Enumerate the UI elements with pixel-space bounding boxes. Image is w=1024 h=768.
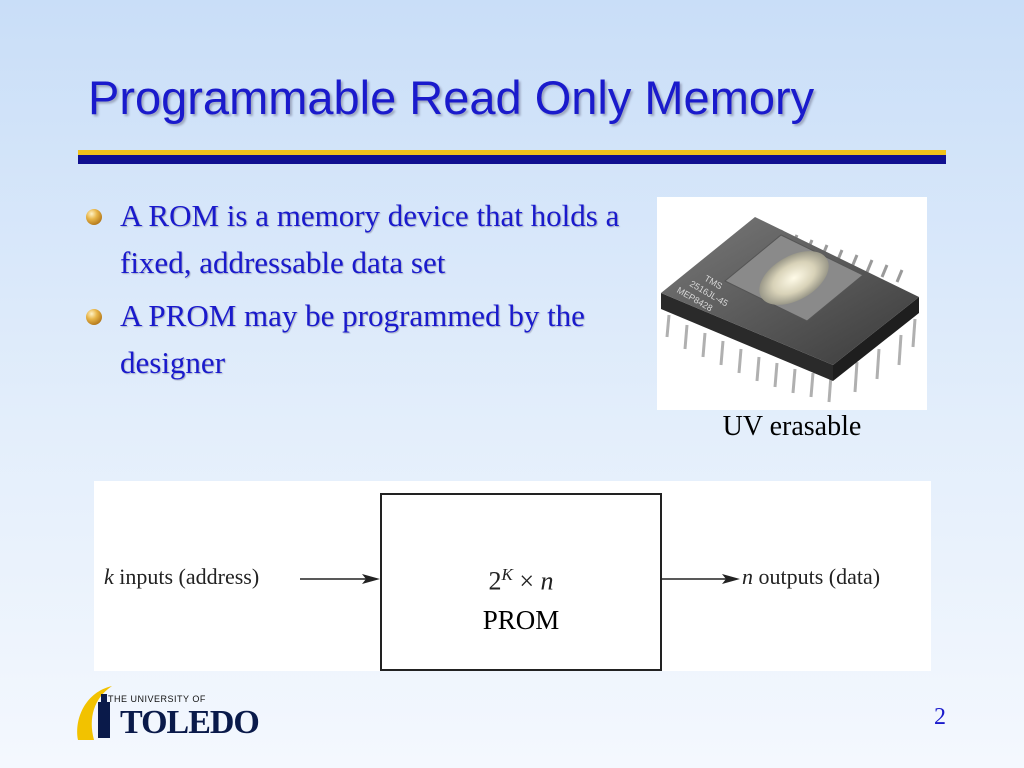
image-caption: UV erasable [722, 411, 862, 442]
output-label: n outputs (data) [742, 564, 880, 590]
input-text: inputs (address) [113, 564, 260, 589]
bullet-list: A ROM is a memory device that holds a fi… [86, 192, 626, 392]
prom-formula: 2K × n [488, 565, 554, 596]
prom-label: PROM [482, 605, 560, 635]
eprom-chip-icon: TMS 2516JL-45 MEP8428 [661, 217, 919, 403]
bullet-text: A ROM is a memory device that holds a fi… [120, 198, 620, 280]
bullet-text: A PROM may be programmed by the designer [120, 298, 585, 380]
logo-big-text: TOLEDO [120, 704, 260, 741]
slide-title: Programmable Read Only Memory [88, 71, 815, 124]
output-var: n [742, 564, 753, 589]
page-number: 2 [934, 704, 946, 730]
title-rule-navy [78, 155, 946, 164]
bullet-icon [86, 309, 102, 325]
input-arrow-icon [300, 574, 380, 584]
title-rule-gold [78, 150, 946, 155]
bullet-icon [86, 209, 102, 225]
bullet-item: A ROM is a memory device that holds a fi… [86, 192, 626, 286]
prom-box: 2K × n PROM [380, 493, 662, 671]
university-logo: THE UNIVERSITY OF TOLEDO [72, 682, 260, 746]
output-arrow-icon [660, 574, 740, 584]
prom-block-diagram: k inputs (address) 2K × n PROM n outputs… [94, 481, 931, 671]
eprom-chip-image: TMS 2516JL-45 MEP8428 [657, 197, 927, 410]
bullet-item: A PROM may be programmed by the designer [86, 292, 626, 386]
logo-emblem-icon [77, 686, 112, 740]
input-label: k inputs (address) [104, 564, 259, 590]
logo-small-text: THE UNIVERSITY OF [108, 694, 206, 704]
output-text: outputs (data) [753, 564, 881, 589]
input-var: k [104, 564, 114, 589]
